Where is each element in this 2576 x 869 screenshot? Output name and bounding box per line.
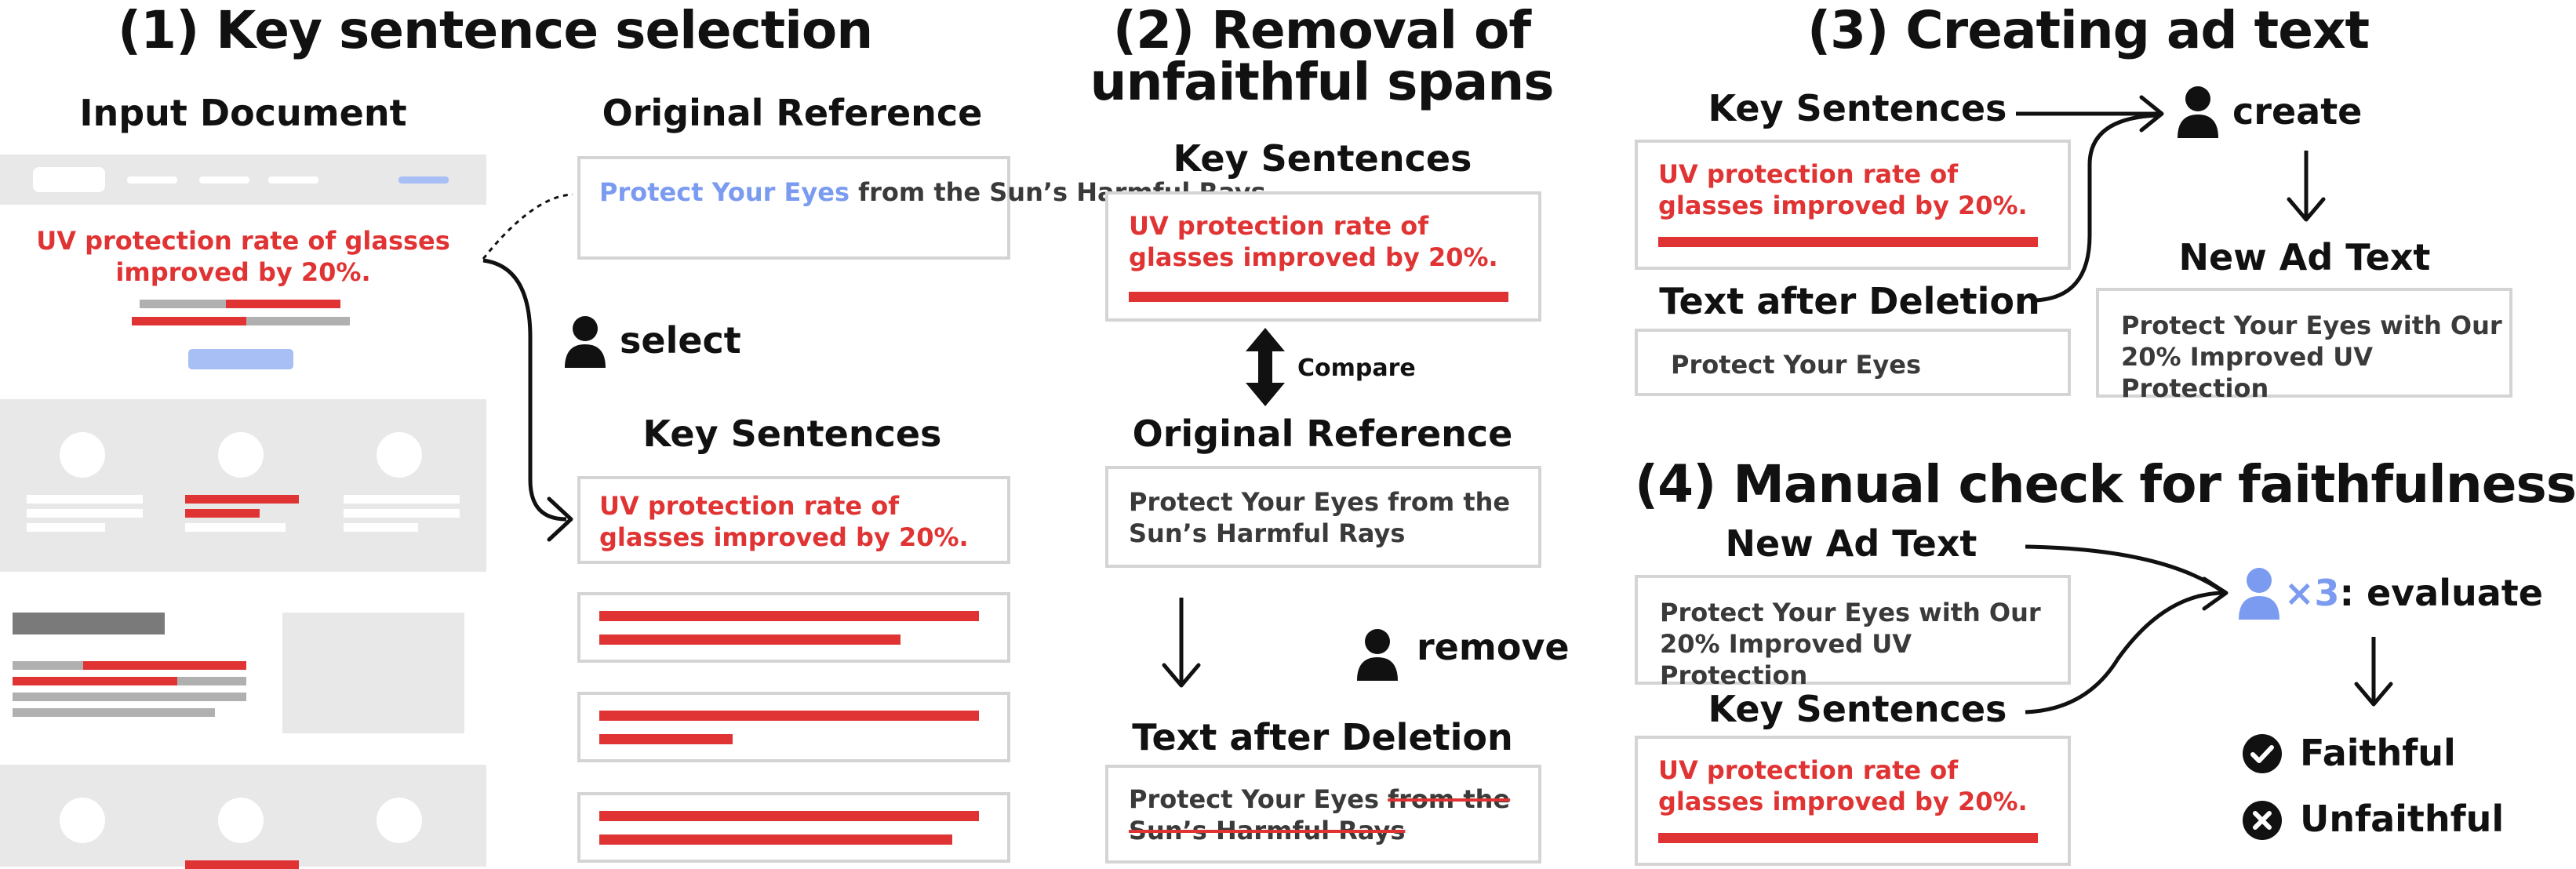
person-icon: [1351, 627, 1404, 682]
unfaithful-label: Unfaithful: [2300, 798, 2505, 840]
panel2-title-line2: unfaithful spans: [1090, 52, 1554, 112]
original-reference-label: Original Reference: [602, 92, 983, 134]
input-document-label: Input Document: [79, 92, 407, 134]
panel1-title: (1) Key sentence selection: [118, 0, 873, 60]
text-after-deletion-box-3: Protect Your Eyes: [1635, 329, 2071, 396]
key-sentence-text-2: UV protection rate of glasses improved b…: [1129, 211, 1498, 272]
key-sentences-label-3: Key Sentences: [1708, 87, 2007, 129]
mock-image: [282, 613, 464, 733]
mock-logo: [33, 167, 105, 192]
panel3-title: (3) Creating ad text: [1807, 0, 2370, 60]
reference-highlight: Protect Your Eyes: [599, 177, 850, 207]
panel2-title-line1: (2) Removal of: [1112, 0, 1531, 60]
key-sentence-text-4: UV protection rate of glasses improved b…: [1658, 755, 2028, 816]
new-ad-text-box-4: Protect Your Eyes with Our 20% Improved …: [1635, 575, 2071, 690]
key-sentences-label-2: Key Sentences: [1173, 137, 1472, 180]
panel4-title: (4) Manual check for faithfulness: [1635, 454, 2576, 514]
original-reference-text-2: Protect Your Eyes from the Sun’s Harmful…: [1129, 487, 1511, 548]
person-group-icon: [2236, 566, 2283, 621]
key-sentences-label-1: Key Sentences: [642, 413, 942, 455]
kept-text: Protect Your Eyes: [1129, 784, 1388, 814]
doc-headline: UV protection rate of glasses improved b…: [36, 226, 450, 287]
mock-dark-heading: [13, 613, 165, 634]
original-reference-box-2: Protect Your Eyes from the Sun’s Harmful…: [1105, 466, 1541, 568]
person-icon: [2174, 85, 2221, 140]
key-sentences-label-4: Key Sentences: [1708, 688, 2007, 730]
mock-navbar: [0, 155, 486, 205]
text-after-deletion-label-3: Text after Deletion: [1659, 280, 2040, 322]
original-reference-label-2: Original Reference: [1132, 413, 1513, 455]
remove-label: remove: [1417, 626, 1570, 668]
create-label: create: [2232, 90, 2363, 133]
person-icon: [562, 315, 609, 369]
x-circle-icon: [2242, 800, 2283, 841]
new-ad-text-label-3: New Ad Text: [2178, 236, 2431, 278]
key-sentence-box-1: UV protection rate of glasses improved b…: [577, 476, 1010, 564]
key-sentence-text-3: UV protection rate of glasses improved b…: [1658, 159, 2028, 220]
struck-text-1: from the: [1388, 784, 1511, 814]
new-ad-text-box-3: Protect Your Eyes with Our 20% Improved …: [2096, 288, 2512, 403]
select-arrow: [482, 258, 567, 522]
new-ad-text-3: Protect Your Eyes with Our 20% Improved …: [2121, 311, 2502, 403]
key-sentence-text-1: UV protection rate of glasses improved b…: [599, 491, 969, 552]
new-ad-text-4: Protect Your Eyes with Our 20% Improved …: [1660, 598, 2041, 690]
key-sentence-box-4: UV protection rate of glasses improved b…: [1635, 736, 2071, 866]
select-label: select: [620, 319, 741, 362]
multiplier: ×3: [2284, 572, 2340, 614]
sentence-box-4: [577, 792, 1010, 863]
evaluate-label: : evaluate: [2339, 572, 2543, 614]
faithful-label: Faithful: [2300, 732, 2456, 774]
key-sentence-box-2: UV protection rate of glasses improved b…: [1105, 191, 1541, 322]
text-after-deletion-text-3: Protect Your Eyes: [1671, 350, 1922, 380]
sentence-box-2: [577, 592, 1010, 663]
mock-card-section-2: [0, 765, 486, 869]
compare-label: Compare: [1297, 355, 1416, 382]
text-after-deletion-label-2: Text after Deletion: [1132, 716, 1513, 758]
check-circle-icon: [2242, 733, 2283, 774]
dotted-link: [482, 193, 573, 260]
struck-text-2: Sun’s Harmful Rays: [1129, 816, 1406, 845]
new-ad-text-label-4: New Ad Text: [1725, 522, 1977, 565]
sentence-box-3: [577, 692, 1010, 762]
mock-card-section: [0, 399, 486, 572]
original-reference-box: Protect Your Eyes from the Sun’s Harmful…: [577, 156, 1266, 260]
input-document-mock: UV protection rate of glasses improved b…: [0, 155, 486, 869]
double-arrow-icon: [1241, 328, 1290, 406]
key-sentence-box-3: UV protection rate of glasses improved b…: [1635, 140, 2071, 270]
text-after-deletion-box-2: Protect Your Eyes from the Sun’s Harmful…: [1105, 765, 1541, 864]
mock-button: [188, 349, 293, 369]
